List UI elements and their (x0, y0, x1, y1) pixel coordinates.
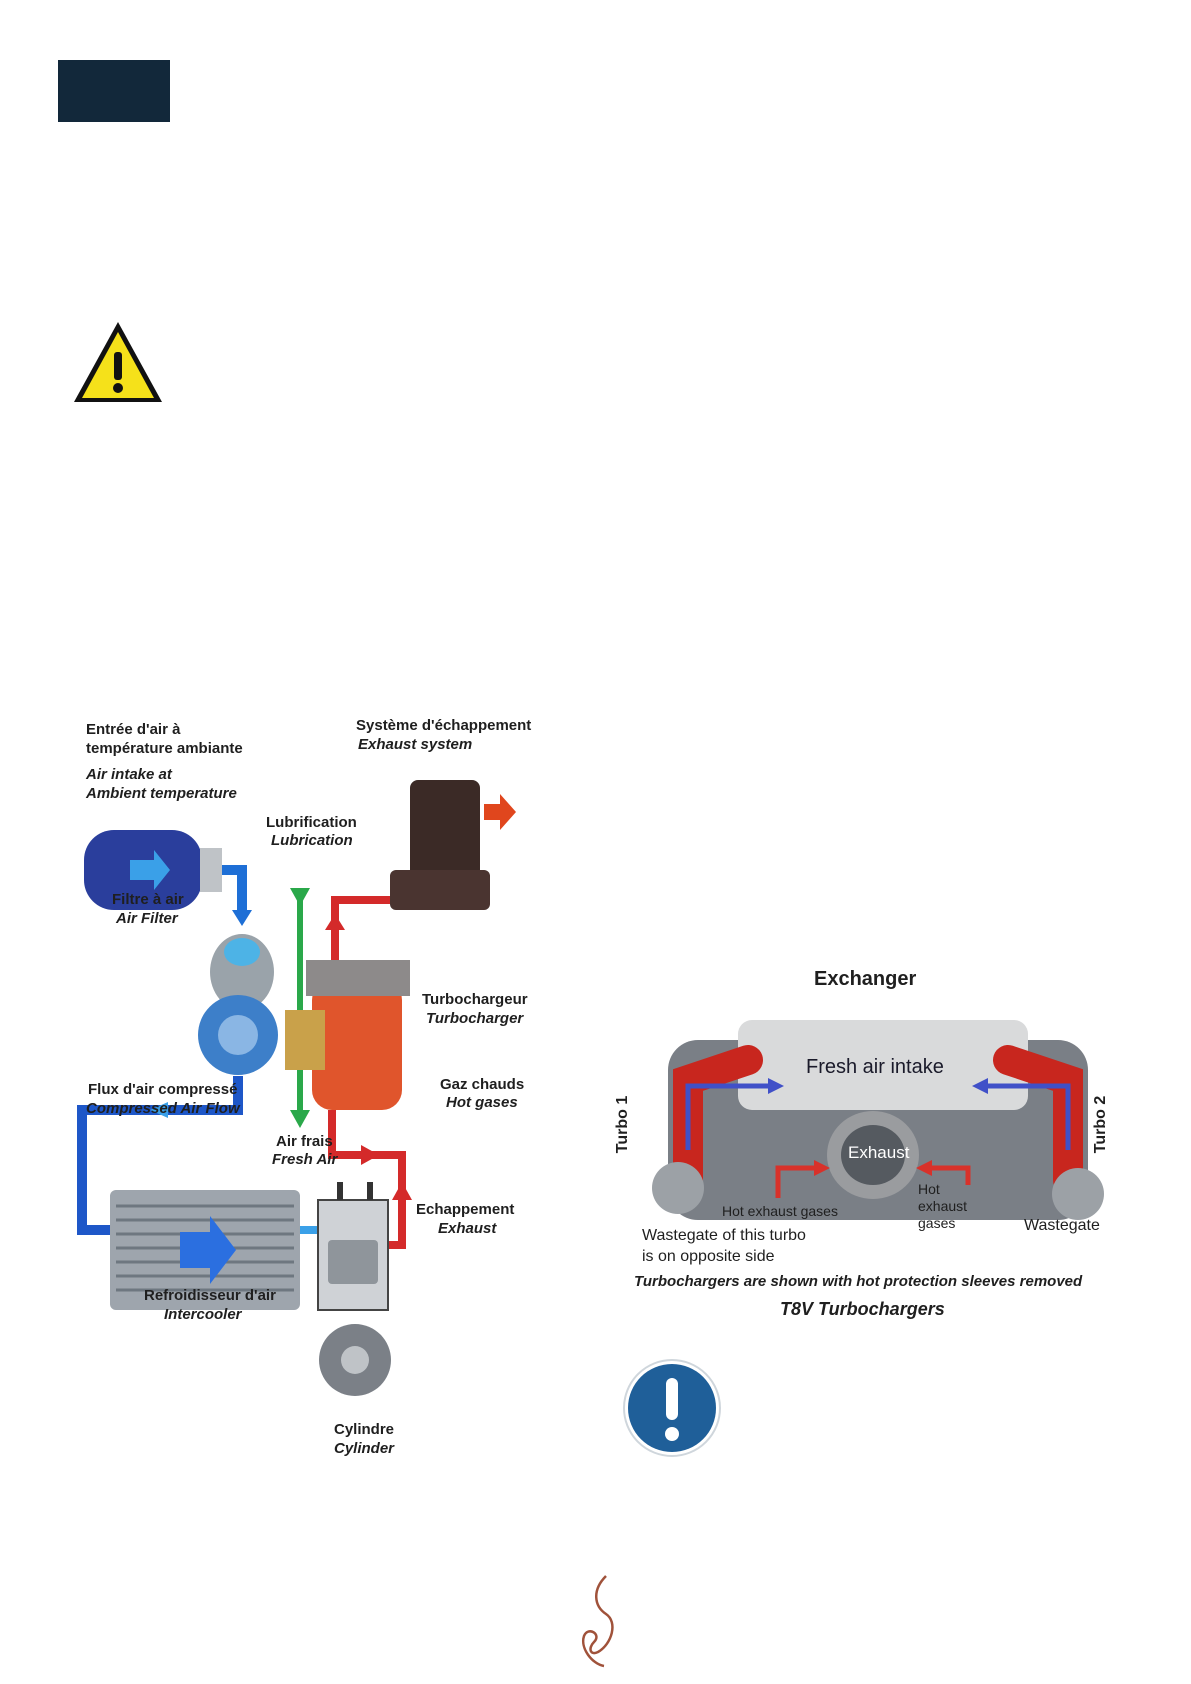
label-turbo-2: Turbo 2 (1092, 1095, 1110, 1154)
label-fresh-air-intake: Fresh air intake (806, 1056, 944, 1078)
label-air-intake-en-2: Ambient temperature (86, 785, 237, 802)
label-exhaust-system-en: Exhaust system (358, 736, 473, 753)
label-air-filter-fr: Filtre à air (112, 891, 184, 908)
turbocharger-flow-diagram: Entrée d'air à température ambiante Air … (70, 717, 550, 1470)
label-exhaust-word: exhaust (918, 1198, 968, 1214)
label-exchanger: Exchanger (814, 968, 917, 990)
section-header-block (58, 60, 170, 122)
warning-triangle-icon (74, 322, 162, 402)
label-fresh-air-en: Fresh Air (272, 1151, 338, 1168)
label-air-intake-fr-2: température ambiante (86, 740, 243, 757)
caption-note: Turbochargers are shown with hot protect… (634, 1273, 1083, 1290)
caption-title: T8V Turbochargers (780, 1299, 945, 1319)
label-wastegate-note-1: Wastegate of this turbo (642, 1227, 806, 1244)
label-exhaust-fr: Echappement (416, 1201, 515, 1218)
label-air-filter-en: Air Filter (116, 910, 178, 927)
label-fresh-air-fr: Air frais (276, 1133, 333, 1150)
label-cylinder-en: Cylinder (334, 1440, 395, 1457)
label-intercooler-fr: Refroidisseur d'air (144, 1287, 276, 1304)
label-lubrication-fr: Lubrification (266, 814, 357, 831)
air-filter-graphic (84, 830, 222, 910)
label-exhaust-en: Exhaust (438, 1220, 497, 1237)
label-intercooler-en: Intercooler (164, 1306, 242, 1323)
label-hot-gases-en: Hot gases (446, 1094, 518, 1111)
label-lubrication-en: Lubrication (271, 832, 353, 849)
label-hot-gases-fr: Gaz chauds (440, 1076, 525, 1093)
label-hot-exhaust-gases: Hot exhaust gases (722, 1203, 838, 1219)
label-compressed-en: Compressed Air Flow (86, 1100, 240, 1117)
brand-logo (581, 1575, 614, 1668)
mandatory-exclamation-icon (623, 1359, 721, 1457)
label-gases: gases (918, 1215, 956, 1231)
label-exhaust-center: Exhaust (848, 1143, 910, 1162)
label-turbocharger-en: Turbocharger (426, 1010, 524, 1027)
label-air-intake-en-1: Air intake at (86, 766, 172, 783)
label-turbo-1: Turbo 1 (614, 1095, 632, 1154)
label-compressed-fr: Flux d'air compressé (88, 1081, 238, 1098)
label-wastegate: Wastegate (1024, 1217, 1100, 1234)
label-turbocharger-fr: Turbochargeur (422, 991, 528, 1008)
label-cylinder-fr: Cylindre (334, 1421, 395, 1438)
t8v-turbochargers-figure: Exchanger Fresh air intake Turbo 1 Turbo… (614, 968, 1128, 1340)
label-exhaust-system-fr: Système d'échappement (356, 717, 532, 734)
label-air-intake-fr-1: Entrée d'air à (86, 721, 181, 738)
label-hot: Hot (918, 1181, 940, 1197)
label-wastegate-note-2: is on opposite side (642, 1248, 775, 1265)
